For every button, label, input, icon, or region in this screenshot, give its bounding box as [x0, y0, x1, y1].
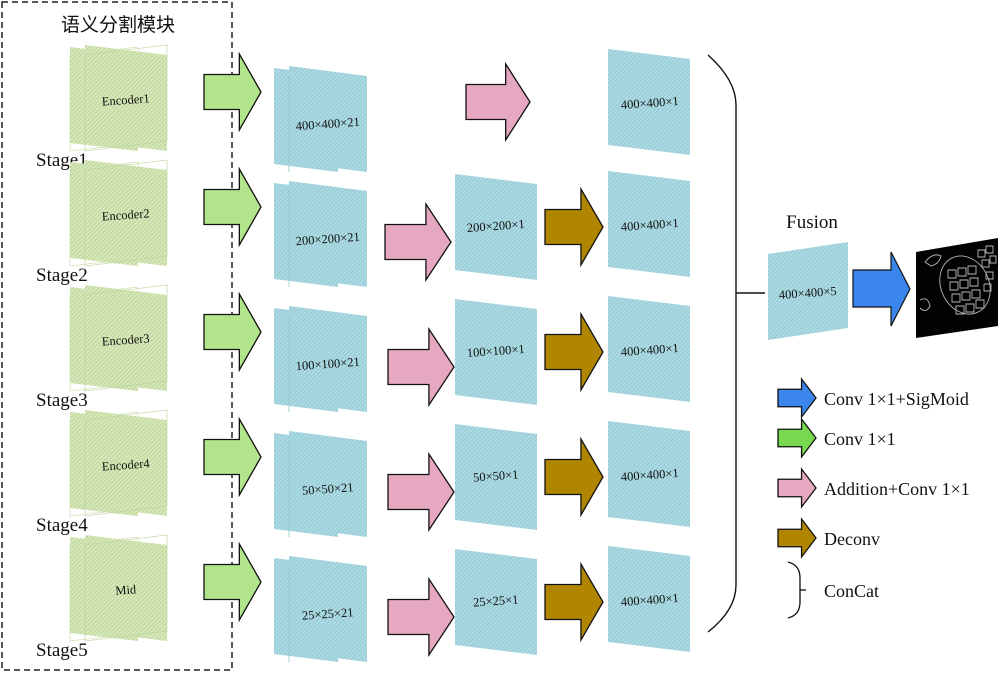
legend-arrow-icon: [777, 467, 817, 509]
conv1x1-arrow: [203, 291, 262, 373]
legend-item-1: Conv 1×1: [777, 417, 896, 459]
upsampled-map-label: 400×400×1: [620, 341, 679, 359]
encoder-sheet-front: [85, 160, 167, 266]
legend-label: Deconv: [824, 529, 880, 549]
side-output-label: 50×50×21: [301, 480, 353, 498]
conv1x1-arrow: [203, 541, 262, 623]
stage-label: Stage5: [36, 640, 88, 661]
upsampled-map-label: 400×400×1: [620, 466, 679, 484]
legend-item-2: Addition+Conv 1×1: [777, 467, 970, 509]
legend-arrow-icon: [777, 517, 817, 559]
stage-label: Stage3: [36, 390, 88, 411]
upsampled-map: [608, 421, 690, 527]
legend-item-0: Conv 1×1+SigMoid: [777, 377, 969, 419]
reduced-map: [455, 174, 537, 280]
concat-brace: [707, 54, 737, 633]
upsampled-map: [608, 49, 690, 155]
addition-conv-arrow: [387, 576, 455, 658]
stages-layer: Encoder1Stage1400×400×21400×400×1Encoder…: [36, 44, 690, 662]
addition-conv-arrow: [384, 201, 452, 283]
reduced-map-label: 50×50×1: [473, 467, 519, 484]
encoder-label: Encoder1: [101, 91, 150, 108]
conv-sigmoid-arrow: [852, 251, 911, 327]
encoder-sheet-front: [85, 285, 167, 391]
stage-label: Stage4: [36, 515, 88, 536]
side-output-sheet-front: [289, 181, 367, 287]
legend-label: ConCat: [824, 581, 879, 601]
encoder-sheet-front-edge: [84, 409, 168, 517]
legend-item-3: Deconv: [777, 517, 880, 559]
module-title: 语义分割模块: [61, 14, 175, 36]
side-output-label: 25×25×21: [301, 605, 353, 623]
encoder-label: Encoder2: [101, 206, 150, 223]
upsampled-map-label: 400×400×1: [620, 94, 679, 112]
encoder-label: Encoder4: [101, 456, 151, 473]
legend-item-4: ConCat: [787, 561, 879, 619]
upsampled-map: [608, 296, 690, 402]
upsampled-map: [608, 546, 690, 652]
side-output-label: 400×400×21: [295, 115, 360, 133]
deconv-arrow: [544, 436, 604, 518]
side-output-sheet-front: [289, 306, 367, 412]
encoder-label: Encoder3: [101, 331, 150, 348]
side-output-label: 100×100×21: [295, 355, 360, 373]
encoder-label: Mid: [115, 582, 138, 597]
legend-label: Conv 1×1: [824, 429, 896, 449]
fusion-feature-map: [768, 242, 848, 340]
reduced-map: [455, 424, 537, 530]
stage-label: Stage2: [36, 265, 88, 286]
fusion-map-label: 400×400×5: [778, 284, 837, 302]
encoder-sheet-front: [85, 410, 167, 516]
segmentation-output-image: [916, 238, 998, 338]
conv1x1-arrow: [203, 416, 262, 498]
reduced-map-label: 100×100×1: [466, 342, 525, 360]
legend-arrow-icon: [777, 417, 817, 459]
reduced-map-label: 25×25×1: [473, 592, 519, 609]
reduced-map: [455, 549, 537, 655]
legend-label: Addition+Conv 1×1: [824, 479, 970, 499]
deconv-arrow: [544, 186, 604, 268]
encoder-sheet-front: [85, 45, 167, 151]
upsampled-map: [608, 171, 690, 277]
addition-conv-arrow: [465, 61, 531, 143]
encoder-sheet-front-edge: [84, 534, 168, 642]
fusion-title: Fusion: [786, 212, 838, 233]
reduced-map-label: 200×200×1: [466, 217, 525, 235]
addition-conv-arrow: [387, 451, 455, 533]
concat-brace-icon: [787, 561, 801, 619]
side-output-sheet-front: [289, 556, 367, 662]
encoder-sheet-front-edge: [84, 159, 168, 267]
reduced-map: [455, 299, 537, 405]
legend-arrow-icon: [777, 377, 817, 419]
conv1x1-arrow: [203, 166, 262, 248]
side-output-label: 200×200×21: [295, 230, 360, 248]
legend-label: Conv 1×1+SigMoid: [824, 389, 969, 409]
upsampled-map-label: 400×400×1: [620, 216, 679, 234]
encoder-sheet-front-edge: [84, 284, 168, 392]
deconv-arrow: [544, 561, 604, 643]
encoder-sheet-front-edge: [84, 44, 168, 152]
side-output-sheet-front: [289, 431, 367, 537]
side-output-sheet-front: [289, 66, 367, 172]
addition-conv-arrow: [387, 326, 455, 408]
conv1x1-arrow: [203, 51, 262, 133]
encoder-sheet-front: [85, 535, 167, 641]
upsampled-map-label: 400×400×1: [620, 591, 679, 609]
deconv-arrow: [544, 311, 604, 393]
